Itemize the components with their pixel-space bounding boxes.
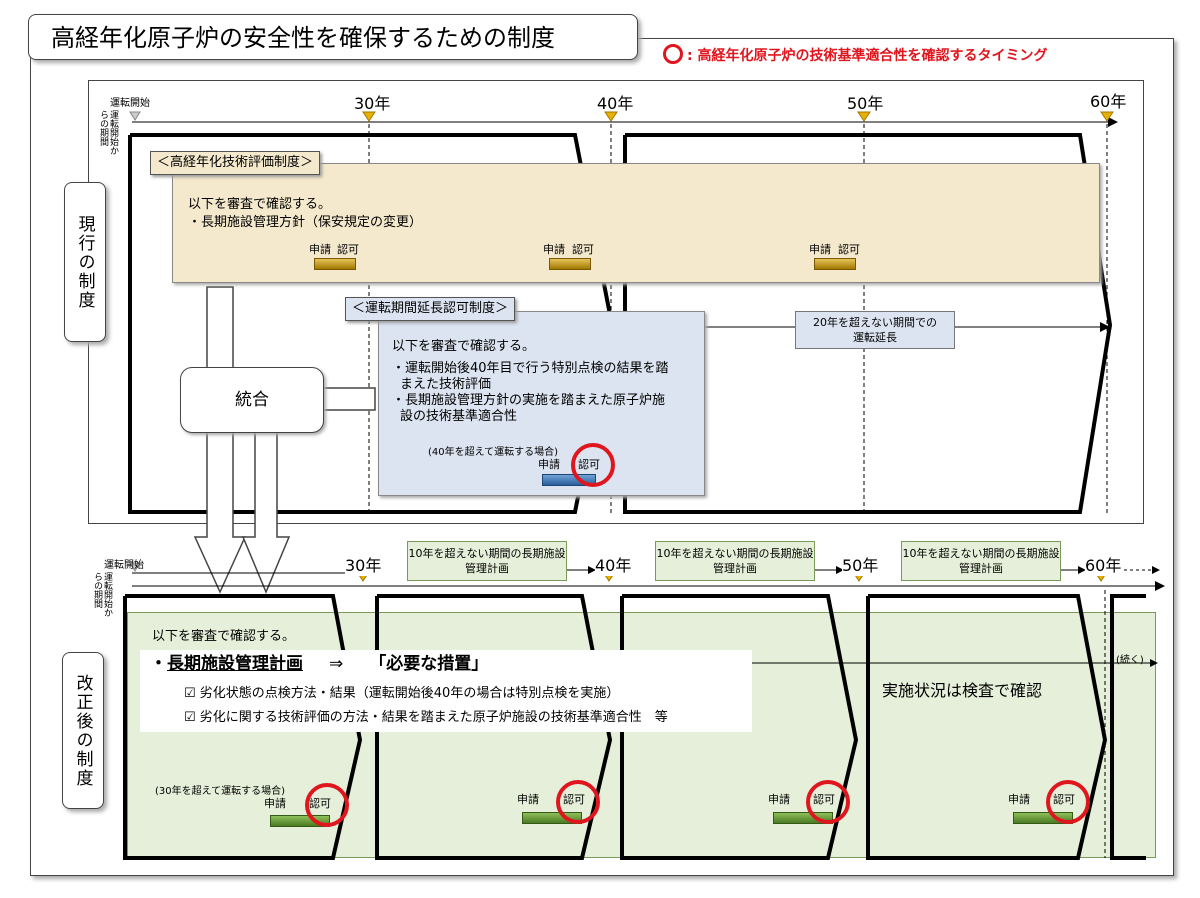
- revised-apply-label-1: 申請: [264, 797, 286, 810]
- extension-line3: まえた技術評価: [400, 377, 492, 392]
- extension-line2: ・運転開始後40年目で行う特別点検の結果を踏: [392, 361, 669, 376]
- pltm-bar-3: [814, 258, 856, 270]
- pltm-bar-1: [314, 258, 356, 270]
- pltm-apply-label-2: 申請: [543, 243, 565, 256]
- revised-approval-circle-1: [305, 783, 349, 827]
- plan-box-2: 10年を超えない期間の長期施設管理計画: [655, 541, 815, 581]
- plan-box-1-text: 10年を超えない期間の長期施設管理計画: [408, 547, 566, 575]
- year-label-30-rev: 30年: [345, 552, 382, 576]
- revised-highlight: [140, 650, 752, 732]
- revised-approval-circle-4: [1046, 780, 1090, 824]
- pltm-apply-label-1: 申請: [309, 243, 331, 256]
- extension-header: ＜運転期間延長認可制度＞: [345, 297, 516, 321]
- revised-check2: ☑ 劣化に関する技術評価の方法・結果を踏まえた原子炉施設の技術基準適合性 等: [184, 710, 668, 725]
- legend-text: : 高経年化原子炉の技術基準適合性を確認するタイミング: [687, 48, 1048, 64]
- revised-line1: 以下を審査で確認する。: [152, 629, 296, 644]
- revised-bullet-row: ・長期施設管理計画 ⇒ 「必要な措置」: [150, 652, 488, 676]
- year-label-60-rev: 60年: [1085, 552, 1122, 576]
- bullet-need: 「必要な措置」: [369, 654, 489, 674]
- plan-box-2-text: 10年を超えない期間の長期施設管理計画: [656, 547, 814, 575]
- plan-box-1: 10年を超えない期間の長期施設管理計画: [407, 541, 567, 581]
- bullet-arrow: ⇒: [329, 654, 344, 674]
- pltm-evaluation-header: ＜高経年化技術評価制度＞: [150, 151, 321, 175]
- bullet-main: 長期施設管理計画: [167, 654, 303, 674]
- axis-start-label: 運転開始: [110, 98, 150, 109]
- revised-apply-label-4: 申請: [1008, 793, 1030, 806]
- axis-period-label-2: 運転開始からの期間: [92, 572, 112, 617]
- revised-note: (30年を超えて運転する場合): [155, 786, 286, 797]
- extension-callout: 20年を超えない期間での運転延長: [795, 311, 955, 349]
- continue-label: (続く): [1116, 655, 1144, 666]
- extension-line4: ・長期施設管理方針の実施を踏まえた原子炉施: [392, 393, 666, 408]
- axis-start-label-2: 運転開始: [104, 560, 144, 571]
- revised-system-label: 改正後の制度: [62, 652, 104, 809]
- extension-callout-text: 20年を超えない期間での運転延長: [813, 316, 937, 344]
- inspection-text: 実施状況は検査で確認: [882, 681, 1043, 700]
- extension-box: [378, 311, 705, 496]
- extension-line5: 設の技術基準適合性: [400, 409, 518, 424]
- extension-apply-label: 申請: [538, 458, 560, 471]
- revised-apply-label-2: 申請: [517, 793, 539, 806]
- bullet-prefix: ・: [150, 654, 167, 674]
- pltm-apply-label-3: 申請: [809, 243, 831, 256]
- pltm-line2: ・長期施設管理方針（保安規定の変更）: [188, 215, 423, 230]
- year-label-40: 40年: [597, 94, 634, 113]
- merge-label: 統合: [235, 390, 269, 410]
- axis-period-label: 運転開始からの期間: [98, 110, 118, 155]
- plan-box-3-text: 10年を超えない期間の長期施設管理計画: [902, 547, 1060, 575]
- year-label-30: 30年: [354, 94, 391, 113]
- plan-box-3: 10年を超えない期間の長期施設管理計画: [901, 541, 1061, 581]
- year-label-50: 50年: [847, 94, 884, 113]
- pltm-approve-label-3: 認可: [838, 243, 860, 256]
- revised-approval-circle-2: [556, 780, 600, 824]
- pltm-bar-2: [549, 258, 591, 270]
- current-system-label: 現行の制度: [64, 182, 106, 342]
- red-circle-icon: [663, 44, 683, 64]
- year-label-40-rev: 40年: [595, 552, 632, 576]
- page-title: 高経年化原子炉の安全性を確保するための制度: [28, 14, 638, 60]
- revised-check1: ☑ 劣化状態の点検方法・結果（運転開始後40年の場合は特別点検を実施）: [184, 686, 620, 701]
- year-label-50-rev: 50年: [842, 552, 879, 576]
- extension-line1: 以下を審査で確認する。: [392, 339, 536, 354]
- merge-box: 統合: [180, 367, 324, 433]
- legend: : 高経年化原子炉の技術基準適合性を確認するタイミング: [663, 44, 1047, 66]
- revised-apply-label-3: 申請: [768, 793, 790, 806]
- pltm-approve-label-1: 認可: [337, 243, 359, 256]
- year-label-60: 60年: [1090, 92, 1127, 111]
- pltm-approve-label-2: 認可: [572, 243, 594, 256]
- revised-approval-circle-3: [806, 780, 850, 824]
- pltm-line1: 以下を審査で確認する。: [188, 197, 332, 212]
- extension-note: (40年を超えて運転する場合): [428, 447, 559, 458]
- extension-approval-circle: [571, 443, 615, 487]
